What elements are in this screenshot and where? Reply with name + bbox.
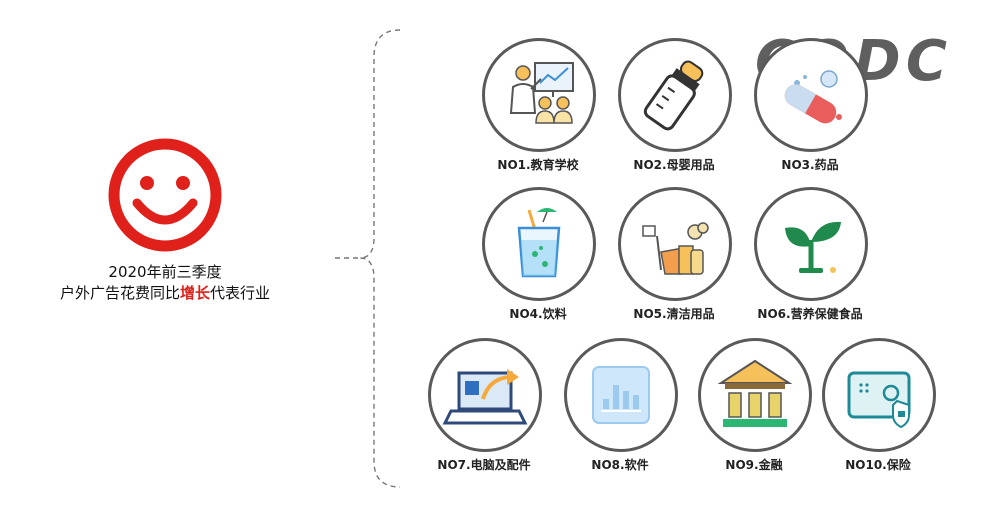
- headline-line2-post: 代表行业: [210, 284, 271, 302]
- industry-item-5: NO5.清洁用品: [594, 187, 754, 337]
- industry-label-8: NO8.软件: [591, 458, 649, 472]
- bank-icon: [717, 359, 793, 427]
- industry-item-9: NO9.金融: [674, 338, 834, 488]
- industry-item-2: NO2.母婴用品: [594, 38, 754, 188]
- teacher-icon: [509, 62, 574, 124]
- drink-icon: [517, 208, 561, 278]
- industry-label-7: NO7.电脑及配件: [437, 458, 531, 472]
- headline: 2020年前三季度 户外广告花费同比增长代表行业: [20, 262, 310, 304]
- laptop-icon: [442, 369, 528, 425]
- software-icon: [592, 366, 650, 424]
- safe-icon: [847, 371, 911, 429]
- smiley-icon: [108, 138, 222, 252]
- pill-icon: [784, 70, 842, 124]
- industry-label-1: NO1.教育学校: [497, 158, 579, 172]
- industry-label-4: NO4.饮料: [509, 307, 567, 321]
- industry-label-10: NO10.保险: [845, 458, 911, 472]
- baby-bottle-icon: [643, 60, 704, 131]
- industry-item-4: NO4.饮料: [458, 187, 618, 337]
- headline-line2: 户外广告花费同比增长代表行业: [20, 283, 310, 304]
- industry-label-2: NO2.母婴用品: [633, 158, 715, 172]
- dashed-brace: [335, 29, 401, 488]
- industry-label-5: NO5.清洁用品: [633, 307, 715, 321]
- industry-item-10: NO10.保险: [798, 338, 958, 488]
- headline-line1: 2020年前三季度: [108, 263, 222, 281]
- cleaning-icon: [642, 222, 709, 275]
- sprout-icon: [785, 221, 841, 273]
- industry-item-1: NO1.教育学校: [458, 38, 618, 188]
- industry-item-7: NO7.电脑及配件: [404, 338, 564, 488]
- industry-label-9: NO9.金融: [725, 458, 783, 472]
- industry-label-6: NO6.营养保健食品: [757, 307, 863, 321]
- industry-item-3: NO3.药品: [730, 38, 890, 188]
- industry-item-6: NO6.营养保健食品: [730, 187, 890, 337]
- headline-line2-pre: 户外广告花费同比: [59, 284, 180, 302]
- industry-label-3: NO3.药品: [781, 158, 839, 172]
- industry-item-8: NO8.软件: [540, 338, 700, 488]
- headline-highlight: 增长: [179, 284, 210, 302]
